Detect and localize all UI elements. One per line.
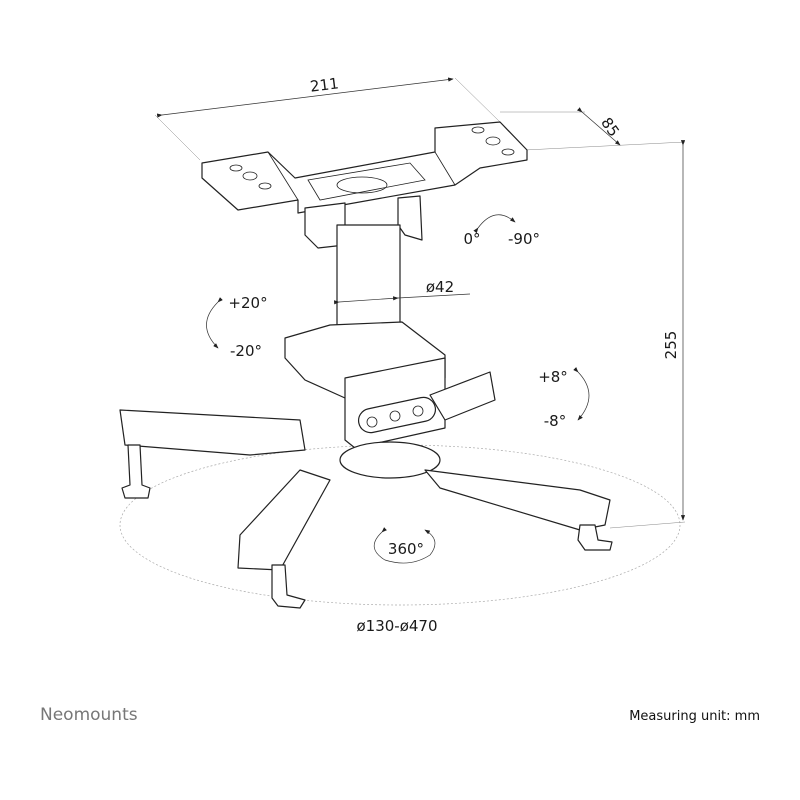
- swivel-label: 360°: [388, 540, 424, 558]
- tube-diameter-label: ø42: [426, 278, 454, 296]
- height-label: 255: [662, 331, 680, 360]
- brand-logo: Neomounts: [40, 705, 138, 725]
- width-dimension: 211: [154, 74, 501, 161]
- height-dimension: 255: [609, 140, 686, 529]
- span-label: ø130-ø470: [356, 617, 437, 635]
- width-label: 211: [309, 74, 340, 95]
- hinge-left: [304, 202, 346, 249]
- tilt-right-down-label: -8°: [544, 412, 566, 430]
- tilt-top-b-label: -90°: [508, 230, 540, 248]
- ceiling-plate: [201, 121, 528, 214]
- tilt-left-up-label: +20°: [228, 294, 267, 312]
- swivel-arrow: [373, 527, 436, 564]
- measuring-unit-note: Measuring unit: mm: [629, 709, 760, 724]
- hinge-right: [397, 195, 423, 241]
- tilt-head: [284, 321, 446, 479]
- tilt-top-a-label: 0°: [463, 230, 480, 248]
- footprint-ellipse: [119, 444, 681, 606]
- tilt-left-arrow: [206, 297, 223, 349]
- tilt-top-arrow: [473, 214, 516, 234]
- tilt-right-up-label: +8°: [538, 368, 568, 386]
- depth-label: 85: [597, 114, 623, 140]
- tilt-right-arrow: [573, 367, 590, 421]
- spider-arms: [119, 371, 613, 609]
- tilt-left-down-label: -20°: [230, 342, 262, 360]
- depth-dimension: 85: [500, 107, 686, 151]
